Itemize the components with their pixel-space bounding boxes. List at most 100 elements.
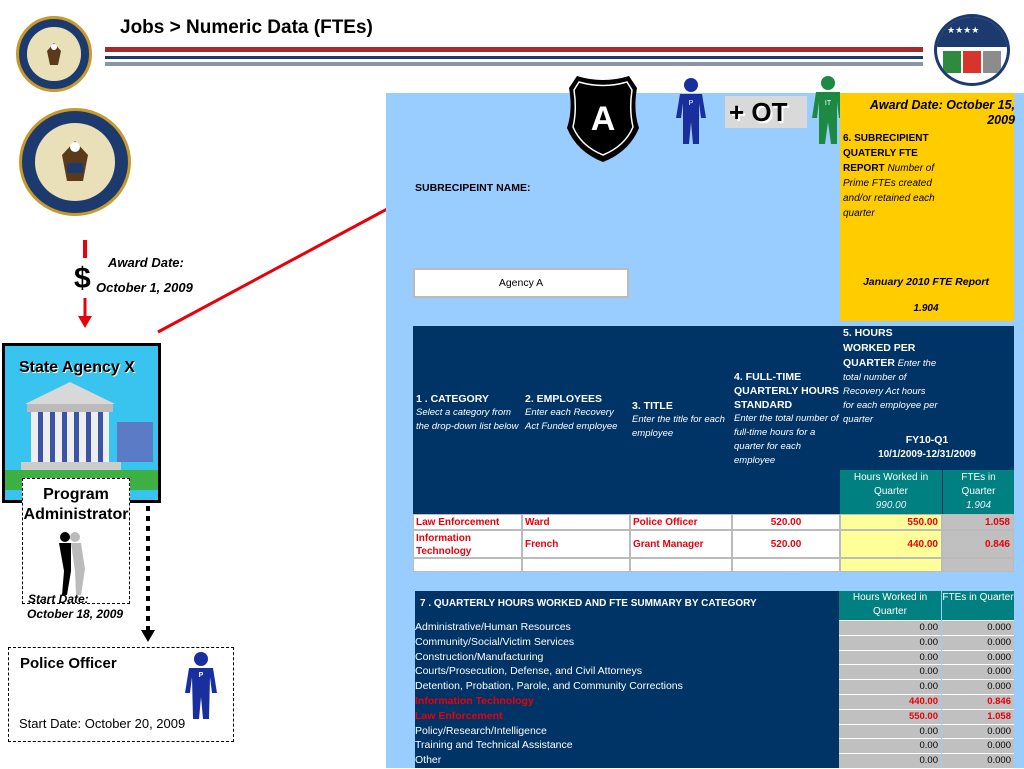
row1-category[interactable]: Law Enforcement (413, 514, 522, 530)
row1-hours[interactable]: 550.00 (840, 514, 942, 530)
summary-hours: 0.00 (839, 738, 941, 753)
police-figure-letter: P (197, 672, 205, 679)
row3-category[interactable] (413, 558, 522, 572)
row2-standard[interactable]: 520.00 (732, 530, 840, 558)
ftes-header-label: FTEs in Quarter (943, 471, 1014, 499)
state-agency-title: State Agency X (19, 359, 135, 377)
program-administrator-box: Program Administrator (22, 478, 130, 604)
fte-report-title: January 2010 FTE Report (840, 276, 1012, 288)
program-administrator-title: Program Administrator (17, 485, 135, 525)
doj-seal-small-icon (16, 16, 92, 92)
fy-label: FY10-Q1 (842, 434, 1012, 446)
page-title: Jobs > Numeric Data (FTEs) (120, 17, 373, 39)
row1-standard[interactable]: 520.00 (732, 514, 840, 530)
summary-row: Administrative/Human Resources0.000.000 (415, 620, 1014, 635)
doj-seal-large-icon (19, 108, 131, 216)
row2-ftes: 0.846 (942, 530, 1014, 558)
header-rule-red (105, 47, 923, 52)
row1-title[interactable]: Police Officer (630, 514, 732, 530)
summary-ftes: 0.000 (942, 664, 1014, 679)
fy-range: 10/1/2009-12/31/2009 (842, 449, 1012, 460)
summary-hours: 0.00 (839, 679, 941, 694)
summary-ftes-header: FTEs in Quarter (942, 591, 1014, 620)
agency-name-value: Agency A (499, 277, 543, 289)
summary-category: Construction/Manufacturing (415, 650, 839, 665)
hours-worked-header: Hours Worked in Quarter 990.00 (840, 470, 942, 514)
fte-report-total: 1.904 (840, 303, 1012, 314)
row3-title[interactable] (630, 558, 732, 572)
dotted-arrow-down (140, 506, 156, 642)
program-administrator-start-date: October 18, 2009 (27, 607, 123, 621)
ftes-header: FTEs in Quarter 1.904 (943, 470, 1014, 514)
recovery-gov-logo: ★★★★ (934, 14, 1010, 86)
row3-employee[interactable] (522, 558, 630, 572)
program-administrator-start-label: Start Date: (28, 592, 89, 606)
summary-hours-header: Hours Worked in Quarter (839, 591, 941, 620)
row2-category[interactable]: Information Technology (413, 530, 522, 558)
summary-category: Community/Social/Victim Services (415, 635, 839, 650)
header-rule-navy (105, 56, 923, 59)
agency-name-field[interactable]: Agency A (413, 268, 629, 298)
table-row: Law Enforcement Ward Police Officer 520.… (413, 514, 1014, 530)
person-icon-police (179, 651, 223, 721)
police-officer-start: Start Date: October 20, 2009 (19, 716, 185, 731)
police-officer-box: Police Officer Start Date: October 20, 2… (8, 647, 234, 742)
row2-title[interactable]: Grant Manager (630, 530, 732, 558)
summary-category: Other (415, 753, 839, 768)
summary-hours: 0.00 (839, 664, 941, 679)
ftes-total: 1.904 (943, 499, 1014, 513)
courthouse-icon (17, 382, 157, 486)
summary-row: Detention, Probation, Parole, and Commun… (415, 679, 1014, 694)
summary-ftes: 0.000 (942, 753, 1014, 768)
summary-category: Information Technology (415, 694, 839, 709)
subrecipient-name-label: SUBRECIPEINT NAME: (415, 182, 531, 194)
form-award-date: Award Date: October 15, 2009 (860, 98, 1015, 128)
table-row-empty (413, 558, 1014, 572)
q6-label: 6. SUBRECIPIENT QUATERLY FTE REPORT Numb… (843, 131, 938, 221)
col1-title: 1 . CATEGORY (416, 392, 521, 406)
summary-row: Policy/Research/Intelligence0.000.000 (415, 724, 1014, 739)
person-icon-p (672, 78, 710, 146)
summary-category: Administrative/Human Resources (415, 620, 839, 635)
row3-hours[interactable] (840, 558, 942, 572)
col4-title: 4. FULL-TIME QUARTERLY HOURS STANDARD (734, 370, 840, 412)
summary-category: Training and Technical Assistance (415, 738, 839, 753)
summary-ftes: 1.058 (942, 709, 1014, 724)
summary-category: Courts/Prosecution, Defense, and Civil A… (415, 664, 839, 679)
summary-hours: 0.00 (839, 620, 941, 635)
figure-p-letter: P (686, 100, 696, 107)
summary-category: Detention, Probation, Parole, and Commun… (415, 679, 839, 694)
row2-employee[interactable]: French (522, 530, 630, 558)
summary-ftes: 0.000 (942, 738, 1014, 753)
dollar-icon: $ (74, 262, 91, 296)
col1-desc: Select a category from the drop-down lis… (416, 406, 521, 434)
row1-employee[interactable]: Ward (522, 514, 630, 530)
table-row: Information Technology French Grant Mana… (413, 530, 1014, 558)
summary-ftes: 0.000 (942, 620, 1014, 635)
figure-it-letter: IT (822, 100, 834, 107)
arrow-down-2 (76, 298, 94, 328)
hours-total: 990.00 (840, 499, 942, 513)
col5-header: 5. HOURS WORKED PER QUARTER Enter the to… (843, 326, 939, 427)
col1-header: 1 . CATEGORY Select a category from the … (416, 392, 521, 434)
col2-desc: Enter each Recovery Act Funded employee (525, 406, 627, 434)
row2-hours[interactable]: 440.00 (840, 530, 942, 558)
summary-ftes: 0.000 (942, 679, 1014, 694)
col2-title: 2. EMPLOYEES (525, 392, 627, 406)
summary-hours: 0.00 (839, 650, 941, 665)
summary-hours: 0.00 (839, 724, 941, 739)
row3-standard[interactable] (732, 558, 840, 572)
police-officer-title: Police Officer (20, 655, 117, 672)
row1-ftes: 1.058 (942, 514, 1014, 530)
hours-worked-header-label: Hours Worked in Quarter (840, 471, 942, 499)
col3-title: 3. TITLE (632, 399, 732, 413)
col3-header: 3. TITLE Enter the title for each employ… (632, 399, 732, 441)
arrow-down-1 (83, 240, 87, 258)
summary-hours: 440.00 (839, 694, 941, 709)
